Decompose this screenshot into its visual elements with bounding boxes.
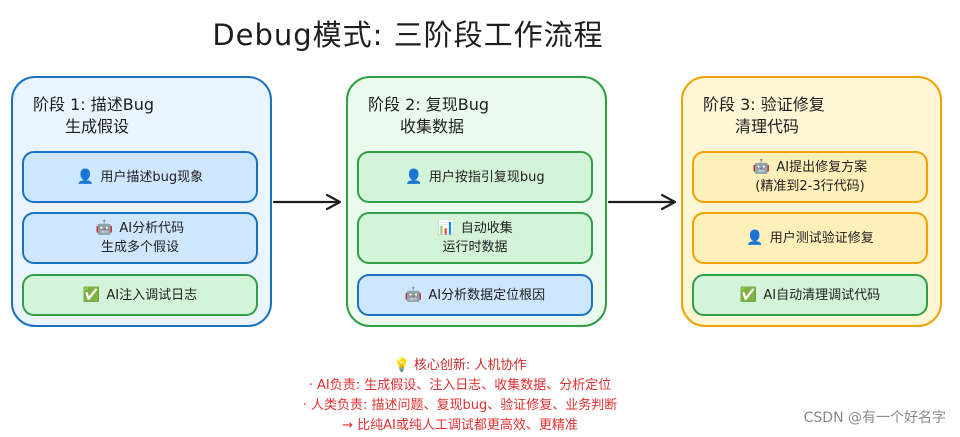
- stage-2-title: 阶段 2: 复现Bug 收集数据: [368, 94, 489, 138]
- stage-1-title: 阶段 1: 描述Bug 生成假设: [33, 94, 154, 138]
- card-text: 用户按指引复现bug: [428, 169, 545, 185]
- arrow-stage2-to-stage3: [607, 193, 677, 211]
- card-text: AI分析代码: [119, 221, 185, 236]
- card-text: AI分析数据定位根因: [428, 287, 546, 303]
- stage-1-card-2: 🤖 AI分析代码 生成多个假设: [22, 212, 258, 264]
- stage-1-box: 阶段 1: 描述Bug 生成假设 👤 用户描述bug现象 🤖 AI分析代码 生成多…: [11, 76, 272, 327]
- card-text: AI提出修复方案: [776, 160, 868, 175]
- summary-human-line: · 人类负责: 描述问题、复现bug、验证修复、业务判断: [302, 398, 618, 413]
- stage-3-title-line2: 清理代码: [735, 117, 800, 136]
- card-text: (精准到2-3行代码): [755, 179, 865, 194]
- stage-1-title-line2: 生成假设: [65, 117, 130, 136]
- diagram-title: Debug模式: 三阶段工作流程: [212, 18, 604, 52]
- summary-heading-text: 核心创新: 人机协作: [413, 358, 527, 373]
- card-text: AI注入调试日志: [106, 287, 198, 303]
- card-text: 自动收集: [460, 221, 513, 236]
- user-icon: 👤: [405, 168, 423, 185]
- stage-2-card-2: 📊 自动收集 运行时数据: [357, 212, 593, 264]
- card-text: 生成多个假设: [100, 240, 179, 255]
- card-text: 运行时数据: [442, 240, 508, 255]
- stage-3-title: 阶段 3: 验证修复 清理代码: [703, 94, 825, 138]
- summary-ai-line: · AI负责: 生成假设、注入日志、收集数据、分析定位: [308, 378, 612, 393]
- watermark: CSDN @有一个好名字: [803, 410, 946, 426]
- stage-3-card-1: 🤖 AI提出修复方案 (精准到2-3行代码): [692, 151, 928, 203]
- lightbulb-icon: 💡: [393, 358, 410, 373]
- check-icon: ✅: [82, 286, 101, 303]
- stage-3-card-2: 👤 用户测试验证修复: [692, 212, 928, 264]
- stage-1-card-3: ✅ AI注入调试日志: [22, 274, 258, 316]
- check-icon: ✅: [739, 286, 758, 303]
- stage-2-title-line2: 收集数据: [400, 117, 465, 136]
- stage-3-card-3: ✅ AI自动清理调试代码: [692, 274, 928, 316]
- stage-1-title-line1: 阶段 1: 描述Bug: [33, 95, 155, 114]
- stage-3-title-line1: 阶段 3: 验证修复: [703, 95, 825, 114]
- chart-icon: 📊: [437, 220, 455, 236]
- card-text: 用户描述bug现象: [100, 169, 204, 185]
- stage-2-card-3: 🤖 AI分析数据定位根因: [357, 274, 593, 316]
- arrow-stage1-to-stage2: [272, 193, 342, 211]
- stage-2-title-line1: 阶段 2: 复现Bug: [368, 95, 490, 114]
- robot-icon: 🤖: [404, 286, 423, 303]
- user-icon: 👤: [746, 229, 764, 246]
- robot-icon: 🤖: [752, 159, 771, 175]
- summary-block: 💡 核心创新: 人机协作 · AI负责: 生成假设、注入日志、收集数据、分析定位…: [0, 356, 920, 436]
- stage-3-box: 阶段 3: 验证修复 清理代码 🤖 AI提出修复方案 (精准到2-3行代码) 👤 …: [681, 76, 942, 327]
- stage-2-card-1: 👤 用户按指引复现bug: [357, 151, 593, 203]
- robot-icon: 🤖: [95, 220, 114, 236]
- card-text: AI自动清理调试代码: [763, 287, 881, 303]
- summary-heading: 💡 核心创新: 人机协作: [0, 356, 920, 376]
- summary-conclusion: → 比纯AI或纯人工调试都更高效、更精准: [342, 418, 578, 433]
- card-text: 用户测试验证修复: [769, 230, 874, 246]
- stage-2-box: 阶段 2: 复现Bug 收集数据 👤 用户按指引复现bug 📊 自动收集 运行时数…: [346, 76, 607, 327]
- user-icon: 👤: [76, 168, 95, 185]
- stage-1-card-1: 👤 用户描述bug现象: [22, 151, 258, 203]
